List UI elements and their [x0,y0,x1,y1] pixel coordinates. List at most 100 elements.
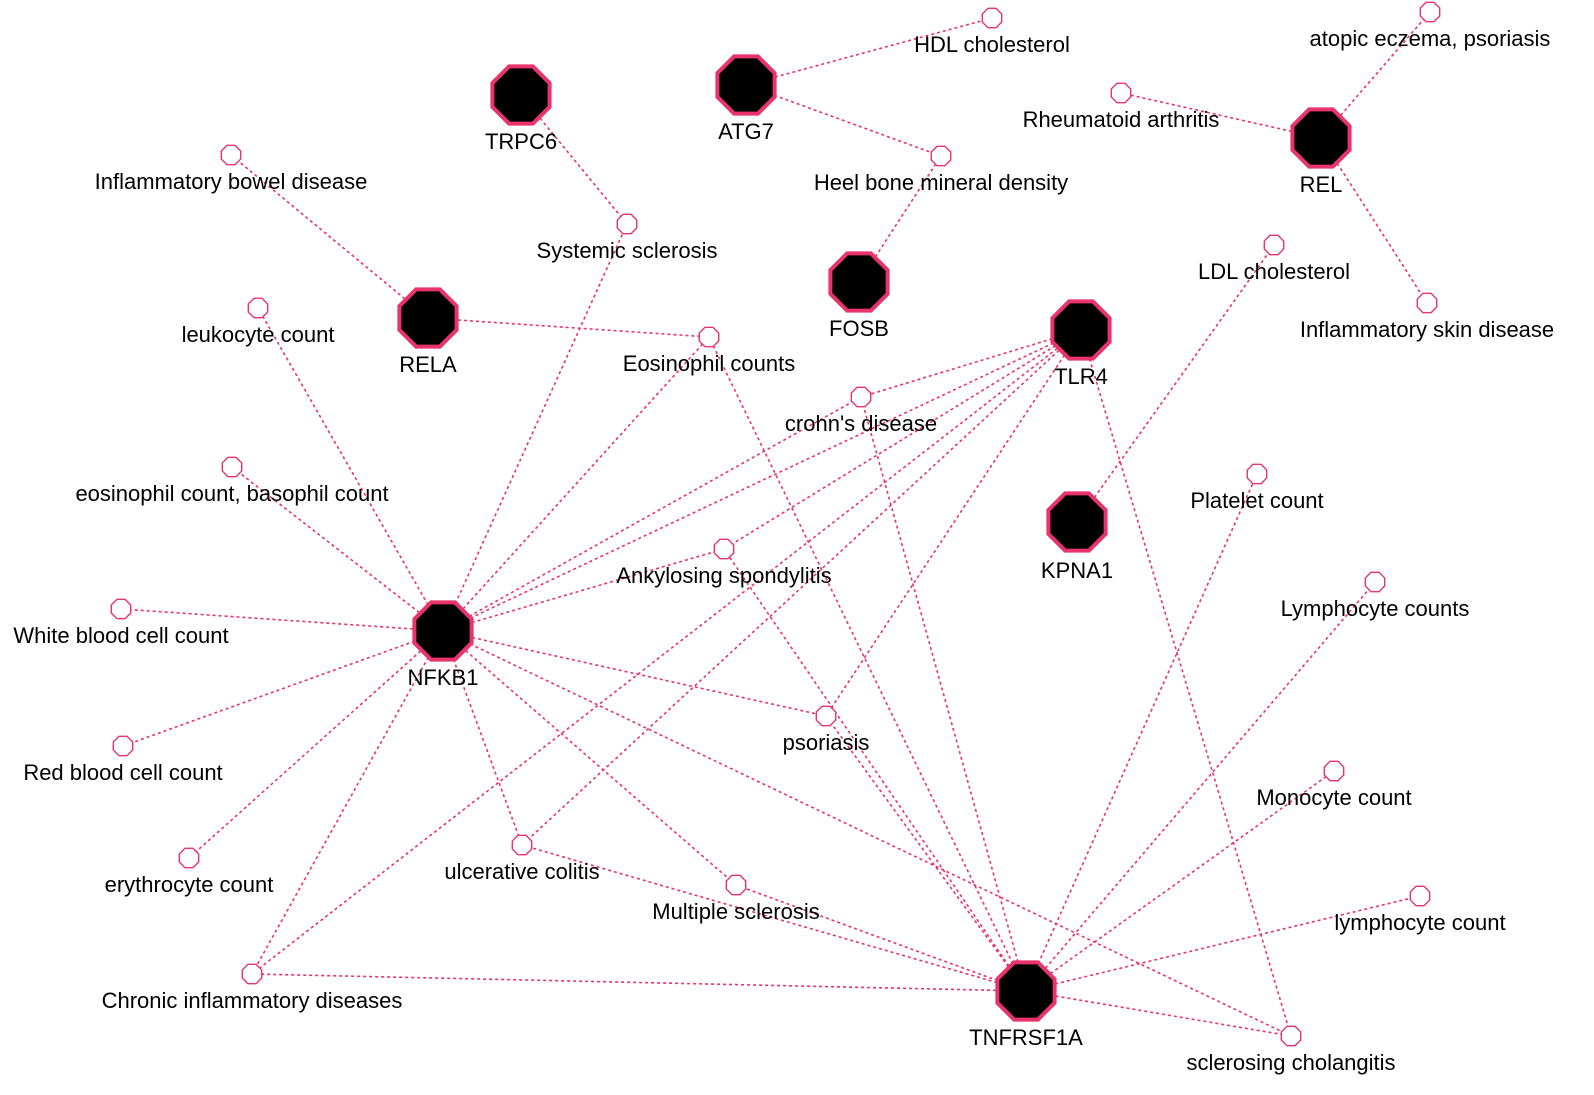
trait-label-hdl: HDL cholesterol [914,32,1070,57]
edge-nfkb1-ssc [442,223,628,632]
trait-label-ms: Multiple sclerosis [652,899,820,924]
trait-node-uc[interactable] [511,834,533,856]
trait-label-platelet: Platelet count [1190,488,1323,513]
edge-rel-atopic [1320,11,1431,139]
edge-atg7-hdl [745,17,993,86]
trait-label-wbc: White blood cell count [13,623,228,648]
edge-tnfrsf1a-as [723,548,1027,992]
trait-label-eosbaso: eosinophil count, basophil count [75,481,388,506]
trait-node-ms[interactable] [725,874,747,896]
trait-node-ery[interactable] [178,847,200,869]
gene-label-tlr4: TLR4 [1054,364,1108,389]
trait-node-mono[interactable] [1323,760,1345,782]
nodes-layer [110,1,1441,1047]
trait-node-eos[interactable] [698,326,720,348]
trait-node-atopic[interactable] [1419,1,1441,23]
gene-label-rel: REL [1300,172,1343,197]
edge-tnfrsf1a-platelet [1025,473,1258,992]
gene-node-nfkb1[interactable] [412,600,474,662]
trait-node-isd[interactable] [1416,292,1438,314]
trait-node-crohn[interactable] [850,386,872,408]
edge-nfkb1-psoriasis [442,630,827,717]
edge-tnfrsf1a-lymph [1025,895,1421,992]
edge-tlr4-uc [521,329,1082,846]
trait-label-ra: Rheumatoid arthritis [1023,107,1220,132]
edge-nfkb1-uc [442,630,523,846]
trait-label-psoriasis: psoriasis [783,730,870,755]
trait-node-heel[interactable] [930,145,952,167]
edge-tnfrsf1a-psoriasis [825,715,1027,992]
trait-label-heel: Heel bone mineral density [814,170,1068,195]
trait-node-eosbaso[interactable] [221,456,243,478]
trait-node-psc[interactable] [1280,1025,1302,1047]
gene-label-rela: RELA [399,352,457,377]
trait-label-as: Ankylosing spondylitis [616,563,831,588]
edge-tlr4-psoriasis [825,329,1082,717]
gene-label-tnfrsf1a: TNFRSF1A [969,1025,1083,1050]
trait-node-lymphs[interactable] [1364,571,1386,593]
gene-label-fosb: FOSB [829,316,889,341]
edge-rela-ibd [230,154,429,319]
trait-label-eos: Eosinophil counts [623,351,795,376]
trait-node-rbc[interactable] [112,735,134,757]
trait-node-ldl[interactable] [1263,234,1285,256]
edge-nfkb1-crohn [442,396,862,632]
edge-tlr4-psc [1080,329,1292,1037]
trait-label-ldl: LDL cholesterol [1198,259,1350,284]
trait-node-ibd[interactable] [220,144,242,166]
gene-label-atg7: ATG7 [718,119,774,144]
gene-node-atg7[interactable] [715,54,777,116]
trait-node-leuko[interactable] [247,297,269,319]
edge-atg7-heel [745,84,942,157]
edge-rel-isd [1320,137,1428,304]
trait-label-ery: erythrocyte count [105,872,274,897]
trait-label-ssc: Systemic sclerosis [537,238,718,263]
gene-label-nfkb1: NFKB1 [408,665,479,690]
gene-node-kpna1[interactable] [1046,491,1108,553]
edge-tnfrsf1a-psc [1025,990,1292,1037]
edge-nfkb1-as [442,548,725,632]
trait-node-ssc[interactable] [616,213,638,235]
trait-node-platelet[interactable] [1246,463,1268,485]
trait-node-ra[interactable] [1110,82,1132,104]
trait-node-as[interactable] [713,538,735,560]
edge-nfkb1-rbc [122,630,444,747]
gene-node-fosb[interactable] [828,251,890,313]
trait-label-lymph: lymphocyte count [1334,910,1505,935]
trait-node-lymph[interactable] [1409,885,1431,907]
trait-node-cid[interactable] [241,963,263,985]
edge-rela-eos [427,317,710,338]
trait-label-isd: Inflammatory skin disease [1300,317,1554,342]
gene-node-tlr4[interactable] [1050,299,1112,361]
gene-node-tnfrsf1a[interactable] [995,960,1057,1022]
edge-trpc6-ssc [520,94,628,225]
edge-rel-ra [1120,92,1322,139]
edge-nfkb1-ms [442,630,737,886]
edge-nfkb1-psc [442,630,1292,1037]
gene-node-trpc6[interactable] [490,64,552,126]
trait-label-crohn: crohn's disease [785,411,937,436]
gene-node-rela[interactable] [397,287,459,349]
edge-tnfrsf1a-crohn [860,396,1027,992]
edge-kpna1-ldl [1076,244,1275,523]
gene-node-rel[interactable] [1290,107,1352,169]
trait-node-hdl[interactable] [981,7,1003,29]
edge-nfkb1-eos [442,336,710,632]
trait-label-atopic: atopic eczema, psoriasis [1310,26,1551,51]
trait-node-wbc[interactable] [110,598,132,620]
edge-tlr4-as [723,329,1082,550]
edge-tlr4-cid [251,329,1082,975]
edge-tnfrsf1a-eos [708,336,1027,992]
edge-nfkb1-leuko [257,307,444,632]
gene-label-kpna1: KPNA1 [1041,558,1113,583]
trait-label-ibd: Inflammatory bowel disease [95,169,368,194]
trait-node-psoriasis[interactable] [815,705,837,727]
trait-label-cid: Chronic inflammatory diseases [102,988,403,1013]
trait-label-psc: sclerosing cholangitis [1186,1050,1395,1075]
trait-label-mono: Monocyte count [1256,785,1411,810]
trait-label-lymphs: Lymphocyte counts [1281,596,1470,621]
edge-nfkb1-ery [188,630,444,859]
gene-label-trpc6: TRPC6 [485,129,557,154]
